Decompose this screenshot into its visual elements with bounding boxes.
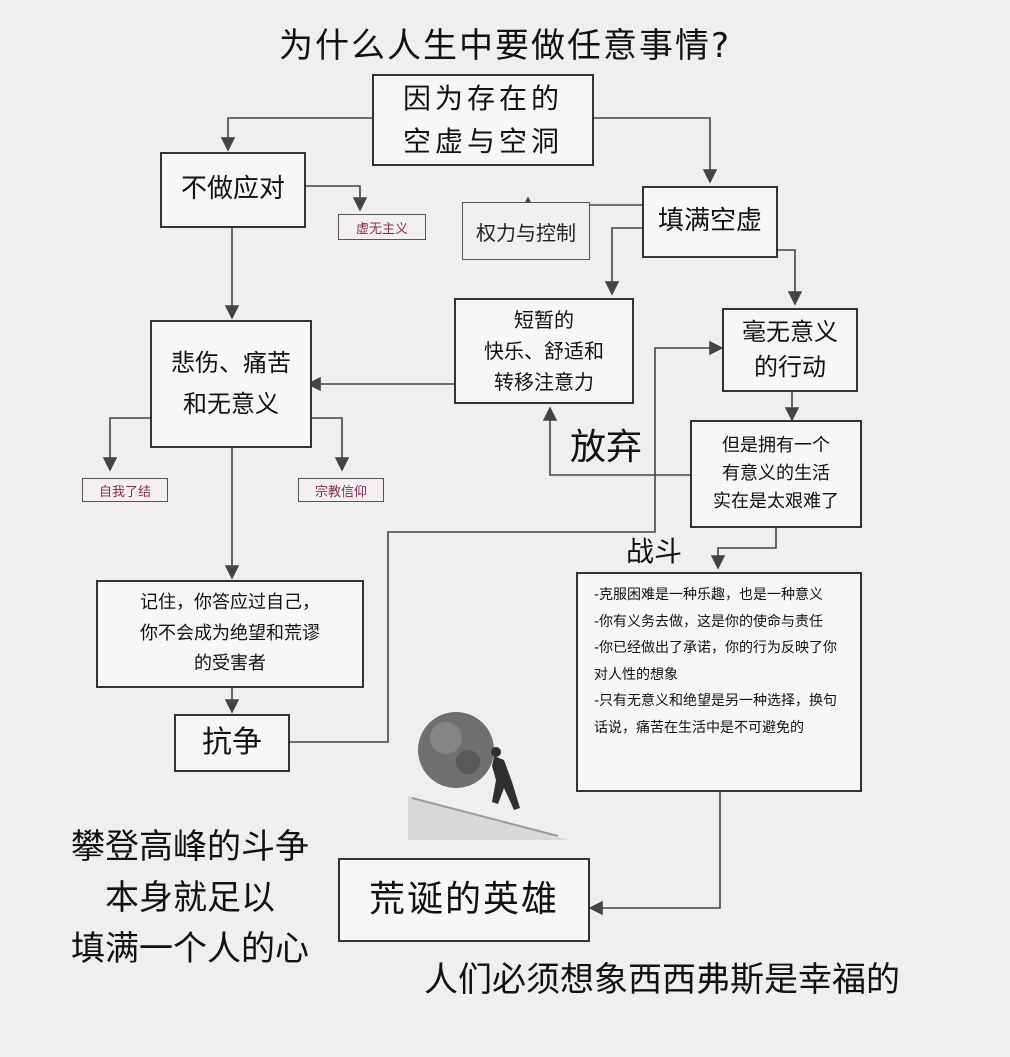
quote-left: 攀登高峰的斗争 本身就足以 填满一个人的心 <box>71 827 309 969</box>
power-control-tag: 权力与控制 <box>462 202 590 260</box>
no-response-box: 不做应对 <box>160 152 306 228</box>
short-pleasure-box: 短暂的 快乐、舒适和 转移注意力 <box>454 298 634 404</box>
hard-life-box: 但是拥有一个 有意义的生活 实在是太艰难了 <box>690 420 862 528</box>
remember-box: 记住，你答应过自己， 你不会成为绝望和荒谬 的受害者 <box>96 580 364 688</box>
sisyphus-boulder-illustration <box>408 712 568 840</box>
resist-box: 抗争 <box>174 714 290 772</box>
sadness-box: 悲伤、痛苦 和无意义 <box>150 320 312 448</box>
fight-reason-item: -只有无意义和绝望是另一种选择，换句话说，痛苦在生活中是不可避免的 <box>594 693 838 736</box>
fight-reasons-box: -克服困难是一种乐趣，也是一种意义 -你有义务去做，这是你的使命与责任 -你已经… <box>576 572 862 792</box>
nihilism-tag: 虚无主义 <box>338 214 426 240</box>
fill-void-box: 填满空虚 <box>642 186 778 258</box>
fight-label: 战斗 <box>625 535 682 568</box>
fight-reason-item: -你有义务去做，这是你的使命与责任 <box>594 613 824 630</box>
religion-tag: 宗教信仰 <box>298 478 384 502</box>
quote-bottom: 人们必须想象西西弗斯是幸福的 <box>424 960 900 1000</box>
meaningless-action-box: 毫无意义 的行动 <box>722 308 858 392</box>
absurd-hero-box: 荒诞的英雄 <box>338 858 590 942</box>
fight-reason-item: -你已经做出了承诺，你的行为反映了你对人性的想象 <box>594 640 838 683</box>
give-up-label: 放弃 <box>569 427 642 468</box>
fight-reason-item: -克服困难是一种乐趣，也是一种意义 <box>594 587 824 603</box>
diagram-title: 为什么人生中要做任意事情? <box>278 26 732 66</box>
suicide-tag: 自我了结 <box>82 478 168 502</box>
root-box: 因为存在的 空虚与空洞 <box>372 74 594 166</box>
